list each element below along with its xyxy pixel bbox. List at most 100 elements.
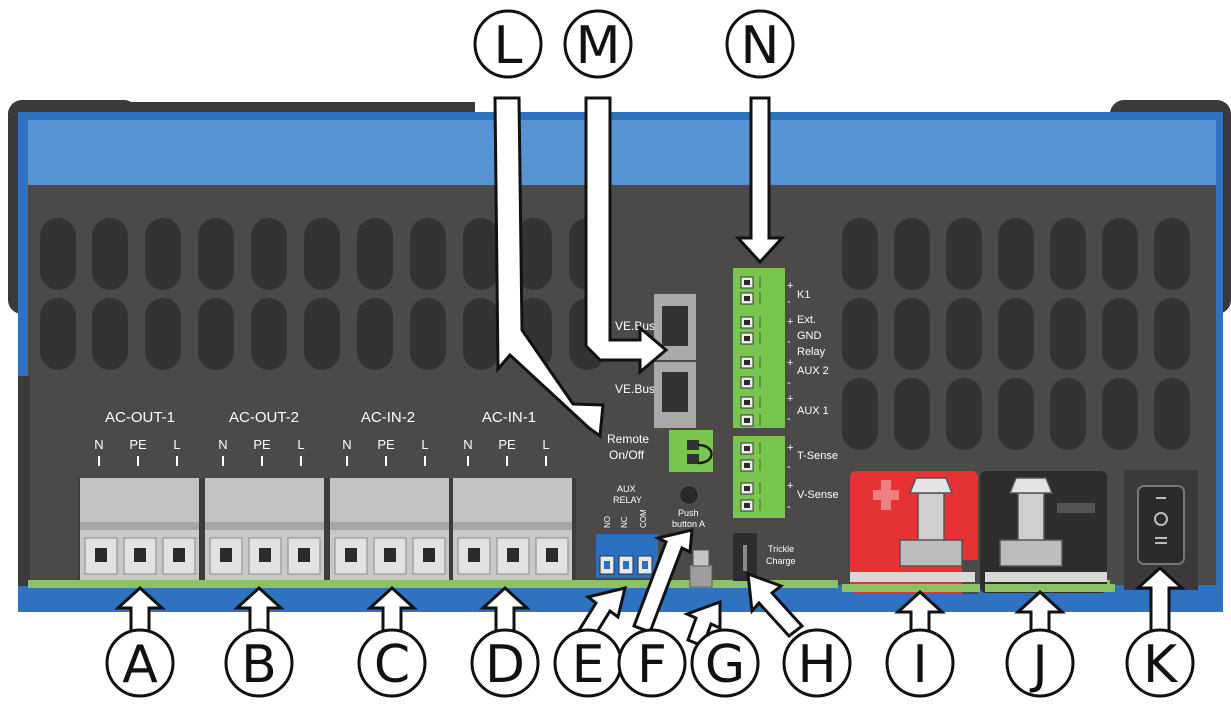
callout-letter: B — [241, 635, 277, 695]
callout-circle — [885, 628, 955, 698]
io-terminal-pin-icon — [744, 503, 750, 508]
callout-circle — [563, 9, 633, 79]
callout-letter: L — [494, 16, 523, 76]
dc-positive-rail — [842, 584, 980, 592]
callout-letter: C — [374, 635, 410, 695]
aux-relay-title-1: AUX — [617, 484, 636, 494]
terminal-pin-tick — [222, 456, 224, 466]
switch-standby-mark-icon — [1155, 537, 1167, 539]
aux-relay-pin-label: NC — [620, 516, 629, 528]
callout-circle — [725, 9, 795, 79]
vent-slot — [516, 218, 552, 290]
vent-slot — [357, 298, 393, 370]
push-button-a: Push button A — [672, 486, 705, 529]
io-minus-label: - — [787, 501, 791, 513]
dc-negative-rail — [985, 584, 1115, 592]
dc-positive-bolt[interactable] — [850, 477, 975, 582]
terminal-pin-tick — [98, 456, 100, 466]
vent-slot — [894, 298, 930, 370]
terminal-pin-tick — [385, 456, 387, 466]
io-terminal-pin-icon — [744, 400, 750, 405]
terminal-screw-icon — [220, 548, 232, 562]
callout-circle — [105, 628, 175, 698]
callout-letter: M — [576, 16, 621, 76]
terminal-block-step — [453, 522, 572, 530]
aux-relay-pin-label: NO — [603, 516, 612, 528]
terminal-block-title: AC-OUT-1 — [105, 409, 175, 426]
callout-letter: N — [741, 16, 780, 76]
terminal-pin-label: N — [94, 437, 103, 452]
terminal-pin-label: PE — [377, 437, 395, 452]
remote-pin — [687, 454, 699, 464]
terminal-pin-label: N — [218, 437, 227, 452]
terminal-screw-slot[interactable] — [535, 537, 569, 575]
switch-on-mark-icon — [1156, 497, 1166, 499]
vent-slot — [842, 378, 878, 450]
terminal-pin-label: N — [463, 437, 472, 452]
terminal-screw-icon — [507, 548, 519, 562]
vent-slot — [1154, 378, 1190, 450]
io-terminal-pin-icon — [744, 486, 750, 491]
terminal-screw-icon — [423, 548, 435, 562]
vebus-port-1-jack — [662, 306, 688, 346]
plus-sign-icon — [873, 480, 899, 510]
vent-slot — [1050, 218, 1086, 290]
trickle-slot — [743, 545, 747, 571]
terminal-pin-tick — [137, 456, 139, 466]
terminal-screw-icon — [259, 548, 271, 562]
terminal-pin-tick — [545, 456, 547, 466]
remote-label-line1: Remote — [607, 432, 649, 446]
dc-negative-bolt[interactable] — [985, 477, 1107, 582]
io-minus-label: - — [787, 413, 791, 425]
terminal-block-title: AC-OUT-2 — [229, 409, 299, 426]
vent-slot — [463, 298, 499, 370]
push-button-label-2: button A — [672, 519, 705, 529]
remote-connector[interactable] — [669, 430, 713, 472]
vent-slot — [304, 218, 340, 290]
callout-letter: K — [1143, 635, 1179, 695]
io-minus-label: - — [787, 296, 791, 308]
io-label-ext-1: Ext. — [797, 314, 816, 326]
io-label-vsense: V-Sense — [797, 489, 839, 501]
vent-slot — [145, 298, 181, 370]
vent-slot — [1154, 298, 1190, 370]
push-button[interactable] — [680, 486, 698, 504]
terminal-pin-tick — [506, 456, 508, 466]
vent-slot — [1102, 218, 1138, 290]
trickle-bolt[interactable] — [689, 564, 713, 588]
terminal-pin-tick — [346, 456, 348, 466]
callout-circle — [470, 628, 540, 698]
vent-slot — [92, 298, 128, 370]
callout-letter: F — [637, 635, 667, 695]
io-terminal-pin-icon — [744, 296, 750, 301]
io-terminal-pin-icon — [744, 320, 750, 325]
vent-slot — [946, 218, 982, 290]
vent-slot — [1050, 378, 1086, 450]
io-terminal: ++++++------ K1 Ext. GND Relay AUX 2 AUX… — [733, 268, 839, 518]
vent-slot — [251, 218, 287, 290]
terminal-screw-icon — [95, 548, 107, 562]
terminal-pin-label: PE — [129, 437, 147, 452]
terminal-pin-tick — [467, 456, 469, 466]
io-label-aux2: AUX 2 — [797, 365, 829, 377]
io-terminal-pin-icon — [744, 418, 750, 423]
vent-slot — [198, 218, 234, 290]
callout-arrow — [682, 599, 722, 648]
io-minus-label: - — [787, 377, 791, 389]
io-label-k1: K1 — [797, 289, 810, 301]
terminal-pin-tick — [424, 456, 426, 466]
vent-slot — [198, 298, 234, 370]
terminal-screw-icon — [298, 548, 310, 562]
callout-letter: H — [797, 635, 836, 695]
aux-relay-screw-icon — [604, 561, 610, 569]
terminal-block-title: AC-IN-1 — [482, 409, 536, 426]
io-terminal-pin-icon — [744, 463, 750, 468]
io-terminal-pin-icon — [744, 336, 750, 341]
trickle-label-2: Charge — [766, 556, 796, 566]
terminal-pin-label: N — [342, 437, 351, 452]
callout-letter: D — [485, 635, 525, 695]
io-plus-label: + — [787, 316, 793, 328]
callout-circle — [357, 628, 427, 698]
vent-slot — [1154, 218, 1190, 290]
trickle-charge: Trickle Charge — [689, 533, 796, 588]
